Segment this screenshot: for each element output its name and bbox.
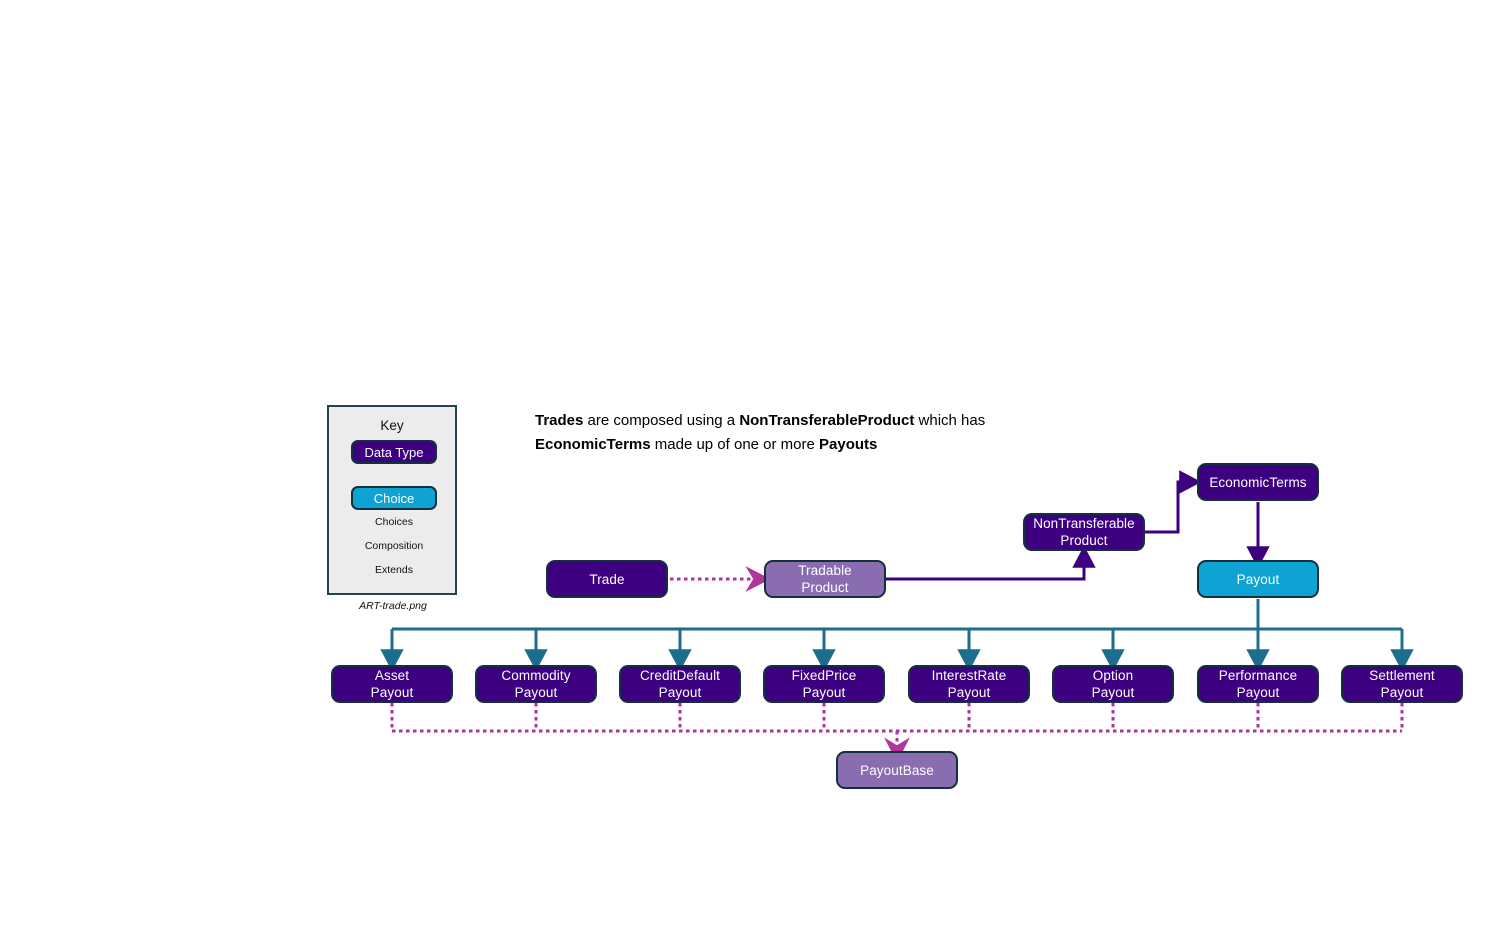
node-option-payout[interactable]: Option Payout [1052,665,1174,703]
edge-tradable-product-to-non-transferable-product [886,545,1096,581]
key-label-choices: Choices [375,516,413,528]
key-label-composition: Composition [364,540,424,552]
key-panel-title: Key [380,418,404,433]
headline-seg-payouts: Payouts [819,436,878,453]
node-interestrate-payout[interactable]: InterestRate Payout [908,665,1030,703]
headline-seg-economic-terms: EconomicTerms [535,436,651,453]
edge-non-transferable-product-to-economic-terms [1145,470,1202,534]
key-panel: Key Data Type Choice Choices Composition… [327,405,457,595]
headline-seg-non-transferable-product: NonTransferableProduct [739,412,915,429]
node-tradable-product[interactable]: Tradable Product [764,560,886,598]
edge-payouts-extends-bus [390,703,1404,763]
key-swatch-choice: Choice [351,486,437,510]
key-panel-caption: ART-trade.png [359,600,427,612]
headline-seg-trades: Trades [535,412,584,429]
node-payout[interactable]: Payout [1197,560,1319,598]
node-settlement-payout[interactable]: Settlement Payout [1341,665,1463,703]
node-commodity-payout[interactable]: Commodity Payout [475,665,597,703]
node-fixedprice-payout[interactable]: FixedPrice Payout [763,665,885,703]
headline-seg-4: which has [914,412,986,429]
node-performance-payout[interactable]: Performance Payout [1197,665,1319,703]
node-economic-terms[interactable]: EconomicTerms [1197,463,1319,501]
node-trade[interactable]: Trade [546,560,668,598]
key-label-extends: Extends [375,564,413,576]
diagram-headline: Trades are composed using a NonTransfera… [535,409,1095,457]
edge-payout-choices-bus [392,599,1402,631]
node-asset-payout[interactable]: Asset Payout [331,665,453,703]
node-payout-base[interactable]: PayoutBase [836,751,958,789]
headline-seg-6: made up of one or more [650,436,820,453]
node-creditdefault-payout[interactable]: CreditDefault Payout [619,665,741,703]
key-swatch-data-type: Data Type [351,440,437,464]
node-non-transferable-product[interactable]: NonTransferable Product [1023,513,1145,551]
edge-payout-choice-drops [380,629,1414,672]
headline-seg-2: are composed using a [583,412,740,429]
